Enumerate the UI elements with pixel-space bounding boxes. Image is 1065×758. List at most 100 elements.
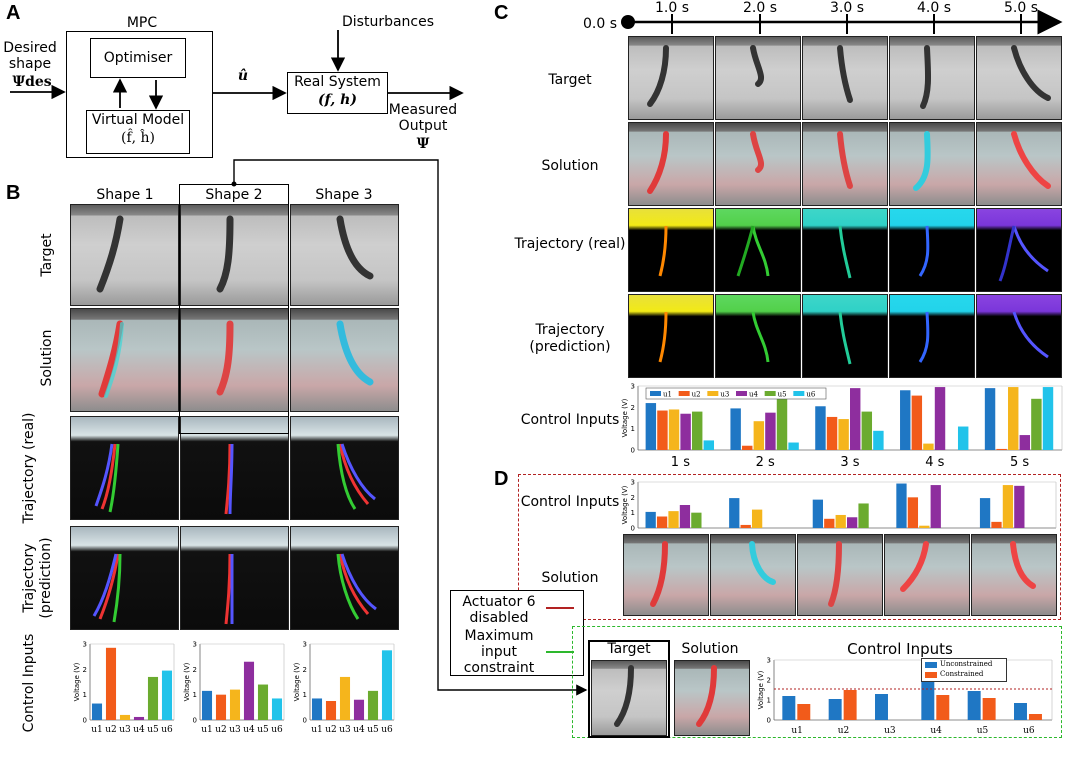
mpc-label: MPC — [126, 15, 158, 31]
y-tick-label: 3 — [631, 383, 635, 391]
bar — [325, 701, 337, 720]
bar — [900, 390, 911, 450]
bar — [691, 411, 703, 450]
d-row-solution: Solution — [541, 570, 599, 586]
x-tick-label: u5 — [977, 726, 989, 736]
c-traj-pred-3 — [802, 294, 888, 378]
x-tick-label: 5 s — [1010, 455, 1029, 470]
d-control-inputs-title: Control Inputs — [847, 640, 953, 658]
d-chart-legend: Unconstrained Constrained — [921, 658, 1007, 682]
c-arm-overlays — [647, 45, 1051, 365]
bar — [923, 443, 934, 450]
y-tick-label: 3 — [303, 641, 307, 649]
legend-red-line — [546, 607, 574, 609]
bar — [201, 690, 213, 720]
bar — [875, 694, 888, 720]
desired-label-2: shape — [8, 56, 52, 72]
y-axis-label: Voltage (V) — [621, 485, 629, 524]
bar — [843, 690, 857, 720]
y-tick-label: 1 — [631, 425, 635, 433]
optimiser-label: Optimiser — [103, 50, 173, 66]
y-axis-label: Voltage (V) — [183, 662, 191, 701]
b-target-shape-3 — [290, 204, 399, 306]
y-tick-label: 0 — [303, 717, 307, 725]
bar — [229, 689, 241, 720]
bar — [645, 511, 656, 528]
x-tick-label: u2 — [105, 725, 117, 735]
bar — [797, 704, 811, 720]
d-legend — [450, 590, 584, 676]
bar — [996, 448, 1007, 450]
legend-label: u6 — [806, 391, 816, 399]
legend-max-3: constraint — [463, 660, 535, 676]
c-traj-real-4 — [889, 208, 975, 292]
bar — [982, 698, 996, 720]
c-row-traj-pred: Trajectory (prediction) — [529, 322, 611, 355]
y-tick-label: 2 — [631, 404, 635, 412]
b-solution-shape-1 — [70, 308, 179, 412]
x-tick-label: u1 — [91, 725, 103, 735]
y-tick-label: 1 — [303, 691, 307, 699]
y-axis-label: Voltage (V) — [293, 662, 301, 701]
legend-label: u1 — [663, 391, 672, 399]
shape-1-header: Shape 1 — [96, 187, 154, 203]
bar — [826, 416, 838, 450]
y-axis-label: Voltage (V) — [73, 662, 81, 701]
c-traj-pred-4 — [889, 294, 975, 378]
legend-swatch — [793, 391, 805, 396]
bar — [691, 512, 702, 528]
disturbances-label: Disturbances — [342, 14, 435, 30]
bar — [788, 442, 799, 450]
x-tick-label: u6 — [1023, 726, 1035, 736]
bar — [311, 698, 323, 720]
x-tick-label: u1 — [311, 725, 323, 735]
x-tick-label: u4 — [243, 725, 255, 735]
optimiser-box — [90, 38, 186, 78]
x-tick-label: 2 s — [756, 455, 775, 470]
legend-actuator-1: Actuator 6 — [462, 594, 536, 610]
y-tick-label: 0 — [83, 717, 87, 725]
bar — [91, 703, 103, 720]
y-tick-label: 3 — [631, 479, 635, 487]
legend-label: u2 — [692, 391, 701, 399]
bar — [353, 699, 365, 720]
x-tick-label: u1 — [201, 725, 213, 735]
timeline-1: 1.0 s — [654, 0, 689, 16]
x-tick-label: u6 — [381, 725, 393, 735]
c-target-1 — [628, 36, 714, 120]
bar — [740, 524, 751, 528]
timeline-2: 2.0 s — [742, 0, 777, 16]
bar — [936, 695, 950, 720]
bar — [339, 676, 351, 720]
d-max-constraint-box — [572, 626, 1062, 738]
bar — [828, 699, 842, 720]
c-row-traj-real: Trajectory (real) — [514, 236, 626, 252]
d-solution-label: Solution — [681, 641, 739, 657]
c-traj-real-2 — [715, 208, 801, 292]
y-tick-label: 1 — [767, 697, 771, 705]
bar — [751, 509, 763, 528]
legend-label: u5 — [778, 391, 787, 399]
legend-swatch — [707, 391, 719, 396]
bar — [765, 412, 776, 450]
bar — [919, 525, 930, 528]
measured-label-2: Output — [398, 118, 448, 134]
bar — [1002, 485, 1014, 528]
bar — [657, 410, 668, 450]
bar — [824, 518, 835, 528]
d-actuator-disabled-box — [518, 474, 1061, 620]
shape-2-header: Shape 2 — [205, 187, 263, 203]
bar — [835, 514, 846, 528]
legend-constrained-label: Constrained — [940, 670, 984, 678]
bar — [161, 670, 173, 720]
timeline-5: 5.0 s — [1003, 0, 1038, 16]
y-tick-label: 3 — [83, 641, 87, 649]
bar — [991, 521, 1002, 528]
bar — [742, 445, 753, 450]
c-solution-4 — [889, 122, 975, 206]
c-row-solution: Solution — [541, 158, 599, 174]
bar — [858, 503, 869, 528]
c-traj-real-1 — [628, 208, 714, 292]
panel-a-letter: A — [6, 2, 21, 24]
